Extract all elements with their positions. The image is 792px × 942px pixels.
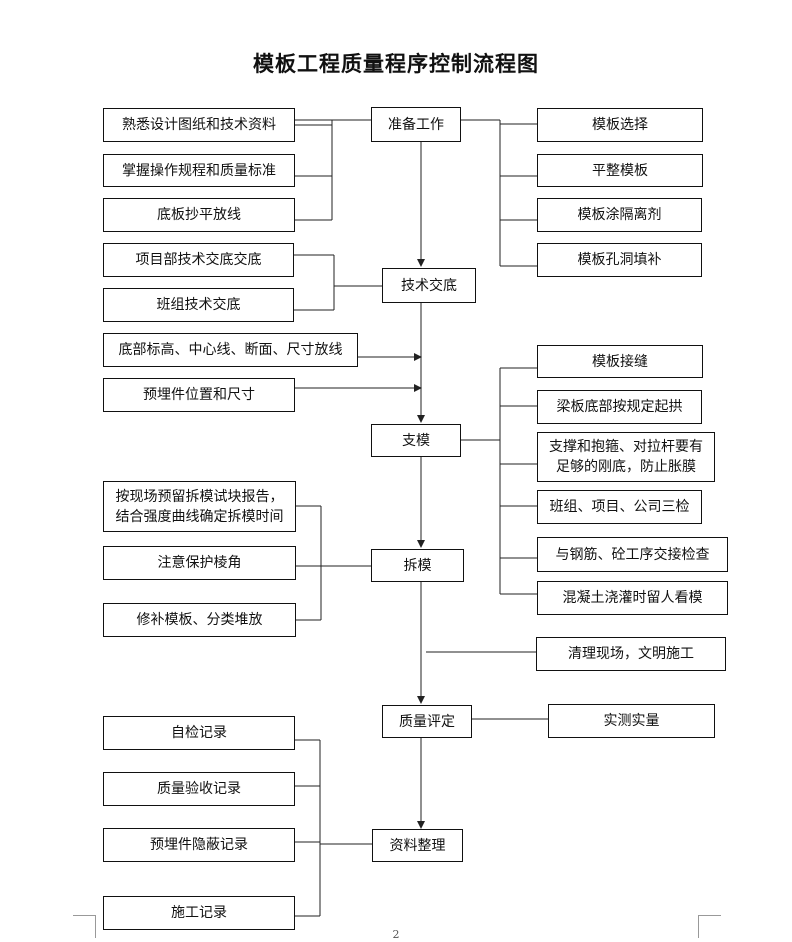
prep-left-item: 熟悉设计图纸和技术资料 xyxy=(103,108,295,142)
support-right-item: 支撑和抱箍、对拉杆要有足够的刚底，防止胀膜 xyxy=(537,432,715,482)
tech-left-item: 项目部技术交底交底 xyxy=(103,243,294,277)
archive-left-item: 施工记录 xyxy=(103,896,295,930)
prep-right-item: 模板孔洞填补 xyxy=(537,243,702,277)
remove-left-item: 修补模板、分类堆放 xyxy=(103,603,296,637)
prep-right-item: 模板涂隔离剂 xyxy=(537,198,702,232)
support-right-item: 班组、项目、公司三检 xyxy=(537,490,702,524)
step-archive: 资料整理 xyxy=(372,829,463,862)
remove-right-item: 清理现场，文明施工 xyxy=(536,637,726,671)
step-quality: 质量评定 xyxy=(382,705,472,738)
prep-left-item: 掌握操作规程和质量标准 xyxy=(103,154,295,187)
step-tech: 技术交底 xyxy=(382,268,476,303)
page-number: 2 xyxy=(392,928,400,941)
remove-left-item: 按现场预留拆模试块报告，结合强度曲线确定拆模时间 xyxy=(103,481,296,532)
support-right-item: 与钢筋、砼工序交接检查 xyxy=(537,537,728,572)
step-prep: 准备工作 xyxy=(371,107,461,142)
support-left-item: 预埋件位置和尺寸 xyxy=(103,378,295,412)
quality-right-item: 实测实量 xyxy=(548,704,715,738)
archive-left-item: 质量验收记录 xyxy=(103,772,295,806)
remove-left-item: 注意保护棱角 xyxy=(103,546,296,580)
page-corner-mark-right xyxy=(698,915,721,938)
support-right-item: 混凝土浇灌时留人看模 xyxy=(537,581,728,615)
support-right-item: 梁板底部按规定起拱 xyxy=(537,390,702,424)
step-remove: 拆模 xyxy=(371,549,464,582)
prep-right-item: 模板选择 xyxy=(537,108,703,142)
prep-right-item: 平整模板 xyxy=(537,154,703,187)
support-left-item: 底部标高、中心线、断面、尺寸放线 xyxy=(103,333,358,367)
prep-left-item: 底板抄平放线 xyxy=(103,198,295,232)
step-support: 支模 xyxy=(371,424,461,457)
page-corner-mark-left xyxy=(73,915,96,938)
page-title: 模板工程质量程序控制流程图 xyxy=(253,51,539,76)
archive-left-item: 预埋件隐蔽记录 xyxy=(103,828,295,862)
support-right-item: 模板接缝 xyxy=(537,345,703,378)
tech-left-item: 班组技术交底 xyxy=(103,288,294,322)
archive-left-item: 自检记录 xyxy=(103,716,295,750)
